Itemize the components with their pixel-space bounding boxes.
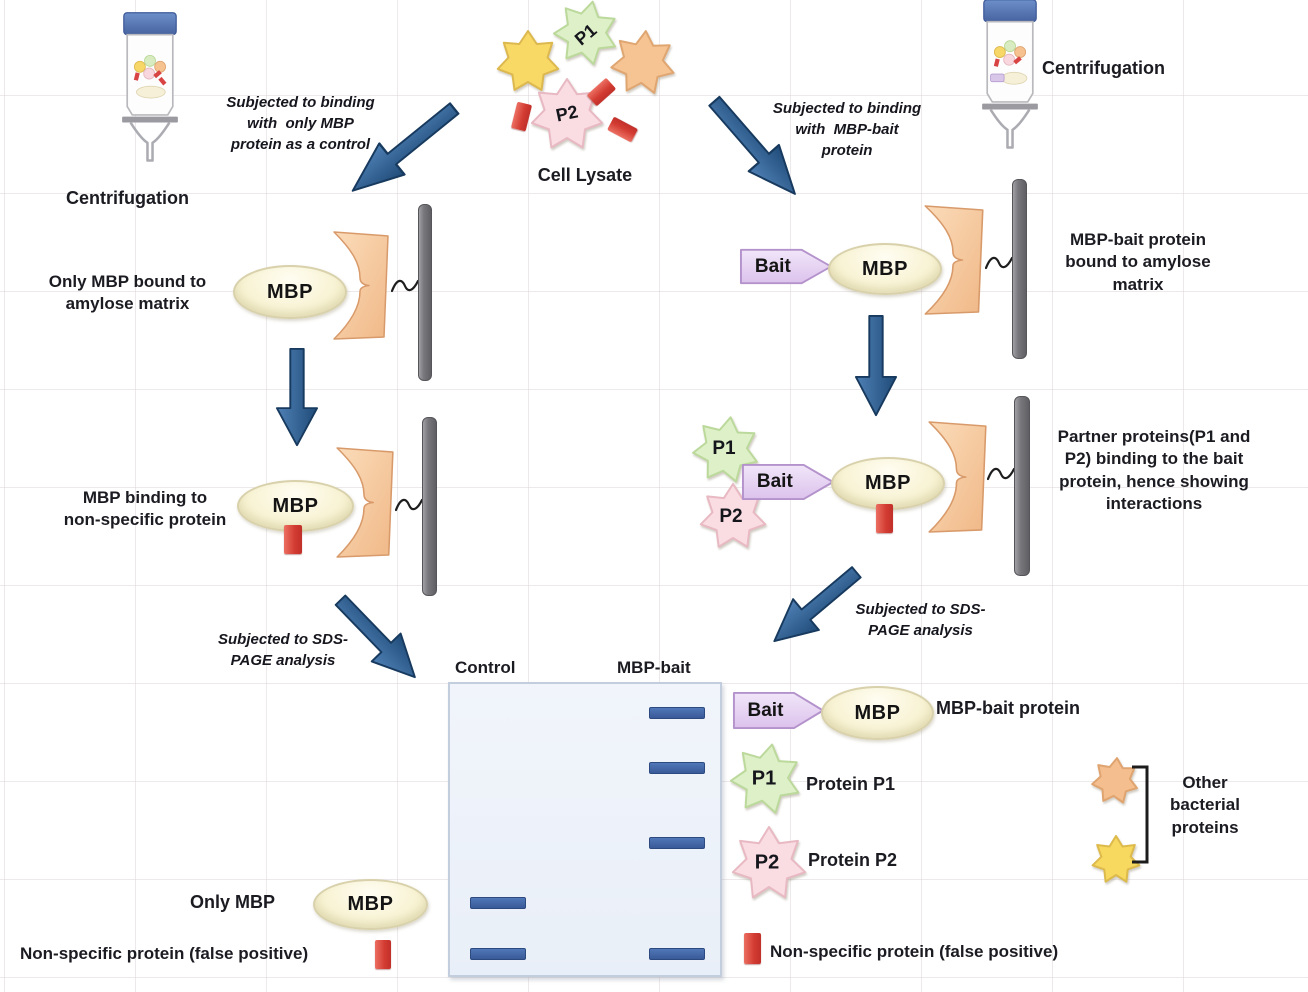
matrix-bar [422, 417, 437, 596]
protein-p1-star-legend [730, 743, 800, 814]
amylose-matrix [333, 231, 389, 340]
mbp-label: MBP [267, 280, 313, 303]
p2-label-legend: P2 [754, 851, 780, 874]
mbp-label: MBP [862, 257, 908, 280]
spin-column-right-icon [982, 0, 1038, 149]
arrow-to-control-branch [351, 102, 460, 192]
gel-band [470, 897, 527, 910]
mbp-ellipse-left1: MBP [233, 265, 347, 319]
mbp-label: MBP [272, 494, 319, 517]
partner-binding-label: Partner proteins(P1 and P2) binding to t… [1057, 427, 1251, 514]
non-specific-bound-to-mbp [284, 525, 302, 554]
bait-label: Bait [754, 255, 791, 277]
cell-lysate-label: Cell Lysate [537, 165, 633, 185]
other-protein-star-orange [1091, 757, 1138, 804]
bait-label: Bait [756, 471, 793, 492]
mbp-ellipse-right1: MBP [828, 243, 942, 295]
caption-left-binding: Subjected to binding with only MBP prote… [226, 94, 375, 153]
gel-band [649, 948, 706, 961]
linker-squiggle [391, 279, 419, 293]
bait-label: Bait [747, 699, 784, 721]
amylose-matrix [928, 421, 987, 533]
protein-p1-star-lysate [553, 0, 616, 66]
arrow-right-down [854, 315, 898, 417]
matrix-bar [1014, 396, 1030, 576]
gel-box [448, 682, 722, 977]
linker-squiggle [395, 498, 423, 512]
mbp-nonspecific-label: MBP binding to non-specific protein [63, 488, 227, 530]
bait-arrow-right2: Bait [741, 463, 835, 501]
legend-mbp-bait-protein-label: MBP-bait protein [936, 698, 1080, 718]
bait-arrow-legend: Bait [732, 691, 825, 730]
non-specific-left-label: Non-specific protein (false positive) [20, 944, 309, 963]
sds-left-caption: Subjected to SDS- PAGE analysis [217, 631, 348, 669]
amylose-matrix [336, 447, 394, 558]
other-bacterial-proteins-label: Other bacterial proteins [1170, 773, 1240, 837]
only-mbp-label: Only MBP [190, 892, 276, 912]
sds-right-caption: Subjected to SDS- PAGE analysis [855, 601, 986, 639]
legend-bracket [1132, 765, 1149, 864]
legend-protein-p1-label: Protein P1 [806, 774, 896, 794]
p2-label-lysate: P2 [554, 101, 580, 126]
gel-band [649, 707, 706, 720]
gel-band [470, 948, 527, 961]
protein-p1-star-complex [692, 416, 758, 483]
bacterial-protein-star-orange [610, 30, 675, 94]
other-protein-star-yellow [1091, 835, 1141, 883]
mbp-label: MBP [854, 701, 901, 724]
caption-right-binding: Subjected to binding with MBP-bait prote… [772, 100, 922, 159]
gel-band [649, 762, 706, 775]
mbp-bait-bound-label: MBP-bait protein bound to amylose matrix [1065, 230, 1211, 294]
centrifugation-right-label: Centrifugation [1042, 58, 1165, 78]
bacterial-protein-star-yellow [496, 30, 560, 91]
protein-p2-star-legend [731, 826, 807, 899]
amylose-matrix [924, 205, 984, 315]
gel-lane-mbpbait-label: MBP-bait [617, 658, 691, 677]
mbp-ellipse-legend: MBP [821, 686, 934, 740]
bait-arrow-right1: Bait [739, 248, 833, 285]
linker-squiggle [985, 256, 1013, 270]
non-specific-right-label: Non-specific protein (false positive) [770, 942, 1059, 961]
arrow-left-down [275, 348, 319, 447]
matrix-bar [1012, 179, 1027, 359]
p2-label-complex: P2 [719, 506, 743, 527]
arrow-sds-left [334, 594, 416, 679]
only-mbp-bound-label: Only MBP bound to amylose matrix [48, 272, 207, 314]
gel-lane-control-label: Control [455, 658, 516, 677]
spin-column-left-icon [122, 12, 178, 162]
matrix-bar [418, 204, 432, 381]
legend-protein-p2-label: Protein P2 [808, 850, 898, 870]
mbp-label: MBP [865, 472, 911, 494]
centrifugation-left-label: Centrifugation [66, 188, 189, 208]
arrow-to-bait-branch [708, 95, 796, 195]
linker-squiggle [987, 467, 1015, 481]
mbp-label: MBP [347, 893, 394, 915]
non-specific-legend-right [744, 933, 761, 964]
non-specific-protein-bit [607, 116, 638, 143]
p1-label-legend: P1 [751, 767, 777, 790]
gel-band [649, 836, 706, 849]
mbp-ellipse-left2: MBP [237, 480, 354, 532]
non-specific-bound-to-mbp [876, 504, 893, 533]
non-specific-legend-left [375, 940, 391, 969]
arrow-sds-right [773, 566, 862, 643]
mbp-ellipse-only: MBP [313, 879, 428, 930]
p1-label-complex: P1 [712, 438, 736, 459]
